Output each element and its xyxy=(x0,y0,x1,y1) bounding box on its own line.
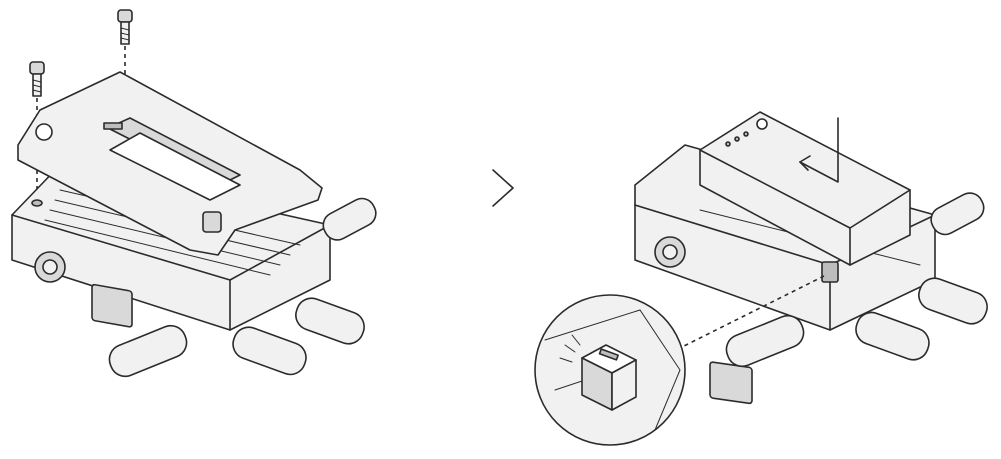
screw-icon xyxy=(29,61,45,97)
battery-icon xyxy=(699,111,911,266)
transmitter-body xyxy=(634,144,936,405)
antenna xyxy=(918,277,988,325)
antenna xyxy=(232,326,307,376)
step-two-panel xyxy=(534,111,988,446)
magnified-latch-inset xyxy=(534,294,686,446)
antenna xyxy=(108,324,188,378)
antenna xyxy=(855,311,930,361)
latch-icon xyxy=(581,344,637,411)
step-one-panel xyxy=(11,9,377,378)
antenna xyxy=(725,314,805,368)
antenna xyxy=(295,297,365,345)
press-indicator-icon xyxy=(559,334,581,363)
callout-line xyxy=(679,275,825,349)
screw-icon xyxy=(117,9,133,45)
arrow-icon xyxy=(799,117,839,183)
chevron-right-icon xyxy=(492,169,514,207)
antenna xyxy=(930,192,985,236)
transmitter-body xyxy=(11,164,331,331)
latch-icon xyxy=(821,261,839,283)
mounting-plate xyxy=(17,71,323,256)
antenna xyxy=(322,197,377,241)
